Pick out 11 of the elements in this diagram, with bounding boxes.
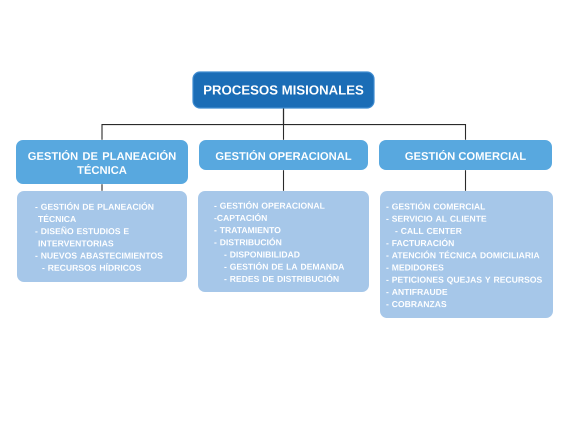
list-box: - GESTIÓN DE PLANEACIÓN TÉCNICA - DISEÑO ESTUDIOS E INTERVENTORIAS - NUEVOS ABASTECIMIENTOS - RECURSOS HÍDRICOS bbox=[17, 191, 187, 282]
connector-line bbox=[464, 170, 466, 191]
connector-line bbox=[282, 170, 284, 191]
connector-line bbox=[282, 108, 466, 140]
category-box: GESTIÓN COMERCIAL bbox=[379, 140, 552, 170]
list-box: - GESTIÓN OPERACIONAL -CAPTACIÓN - TRATAMIENTO - DISTRIBUCIÓN - DISPONIBILIDAD - GESTIÓN DE LA DEMANDA - REDES DE DISTRIBUCIÓN bbox=[198, 191, 369, 292]
heading-box: PROCESOS MISIONALES bbox=[192, 71, 375, 109]
category-box: GESTIÓN OPERACIONAL bbox=[199, 140, 368, 170]
list-box: - GESTIÓN COMERCIAL - SERVICIO AL CLIENTE - CALL CENTER - FACTURACIÓN - ATENCIÓN TÉCNICA DOMICILIARIA - MEDIDORES - PETICIONES QUEJAS Y RECURSOS - ANTIFRAUDE - COBRANZAS bbox=[380, 191, 553, 318]
connector-line bbox=[101, 184, 103, 191]
category-box: GESTIÓN DE PLANEACIÓN TÉCNICA bbox=[16, 140, 188, 184]
